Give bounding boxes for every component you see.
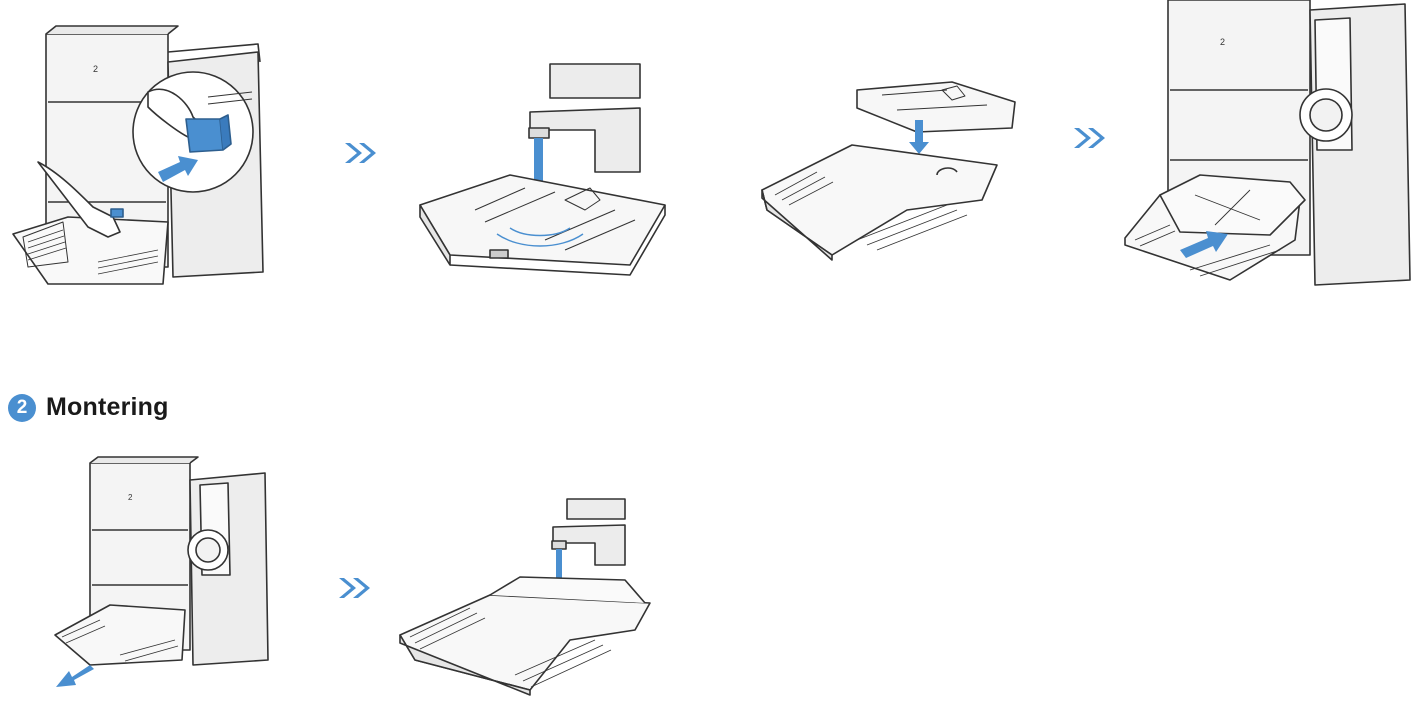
illustration-pull-tray-out: 2	[50, 455, 275, 690]
section-title: Montering	[46, 393, 169, 422]
double-chevron-right-icon	[343, 140, 379, 171]
svg-text:2: 2	[93, 64, 98, 74]
double-chevron-right-icon	[1072, 125, 1108, 156]
illustration-filter-into-tray	[757, 80, 1022, 265]
illustration-rinse-filter-tap	[415, 60, 675, 275]
step-number-badge: 2	[8, 394, 36, 422]
section-header-montering: 2 Montering	[8, 393, 169, 422]
illustration-rinse-tray-tap	[395, 495, 655, 695]
svg-text:2: 2	[1220, 37, 1225, 47]
illustration-station-filter-removal: 2	[8, 22, 268, 287]
svg-text:2: 2	[128, 493, 133, 502]
illustration-insert-tray-station: 2	[1120, 0, 1420, 292]
double-chevron-right-icon	[337, 575, 373, 606]
